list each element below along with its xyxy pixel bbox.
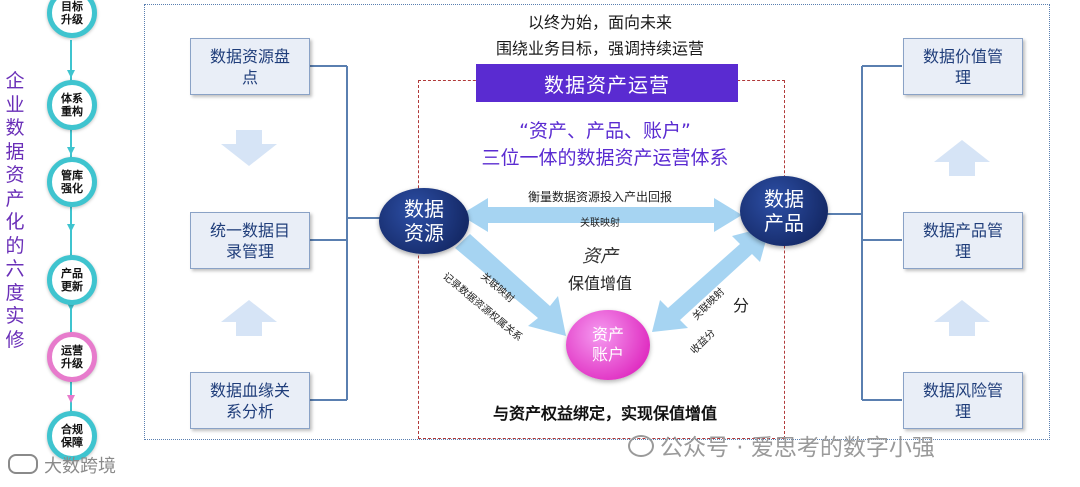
brand-watermark: 公众号 · 爱思考的数字小强 (628, 428, 935, 462)
right-diag-tail: 分 (733, 296, 750, 315)
arrow-stem (949, 162, 975, 176)
top-text: 以终为始，面向未来 围绕业务目标，强调持续运营 (430, 10, 770, 62)
arrow-up-icon (221, 300, 277, 322)
subtitle-line2: 三位一体的数据资产运营体系 (481, 147, 729, 169)
step-4: 产品更新 (47, 255, 97, 305)
arrow-stem (236, 322, 262, 336)
double-arrow (460, 198, 742, 232)
diag-arrow-right (652, 226, 770, 332)
brand-text: 公众号 · 爱思考的数字小强 (660, 435, 935, 461)
step-5: 运营升级 (47, 332, 97, 382)
node-asset-account: 资产账户 (566, 310, 650, 380)
logo-icon (8, 454, 38, 474)
top-text-line2: 围绕业务目标，强调持续运营 (495, 39, 704, 58)
corner-watermark: 大数跨境 (8, 452, 116, 478)
box-resource-inventory: 数据资源盘点 (190, 38, 310, 95)
header-bar: 数据资产运营 (476, 64, 738, 102)
arrow-up-icon (934, 300, 990, 322)
wechat-icon (628, 435, 654, 457)
vertical-title: 企业数据资产化的六度实修 (5, 70, 25, 351)
node-data-product: 数据产品 (740, 176, 828, 246)
arrow-top-label: 衡量数据资源投入产出回报 (527, 190, 672, 204)
node-data-resource: 数据资源 (379, 188, 469, 254)
box-product-management: 数据产品管理 (903, 212, 1023, 269)
box-catalog-management: 统一数据目录管理 (190, 212, 310, 269)
top-text-line1: 以终为始，面向未来 (527, 13, 672, 32)
subtitle: “资产、产品、账户” 三位一体的数据资产运营体系 (440, 118, 770, 172)
box-risk-management: 数据风险管理 (903, 372, 1023, 429)
value-label: 保值增值 (567, 274, 632, 293)
step-2: 体系重构 (47, 80, 97, 130)
bottom-text: 与资产权益绑定，实现保值增值 (492, 404, 717, 423)
corner-text: 大数跨境 (44, 456, 116, 477)
subtitle-line1: “资产、产品、账户” (519, 120, 691, 142)
arrow-stem (949, 322, 975, 336)
arrow-stem (236, 130, 262, 144)
arrow-sub-label: 关联映射 (580, 218, 620, 229)
arrow-up-icon (934, 140, 990, 162)
step-3: 管库强化 (47, 157, 97, 207)
box-value-management: 数据价值管理 (903, 38, 1023, 95)
diag-arrow-left (455, 234, 566, 336)
box-lineage-analysis: 数据血缘关系分析 (190, 372, 310, 429)
asset-label: 资产 (582, 246, 618, 267)
main-frame (144, 4, 1050, 440)
arrow-down-icon (221, 144, 277, 166)
step-6: 合规保障 (47, 411, 97, 461)
